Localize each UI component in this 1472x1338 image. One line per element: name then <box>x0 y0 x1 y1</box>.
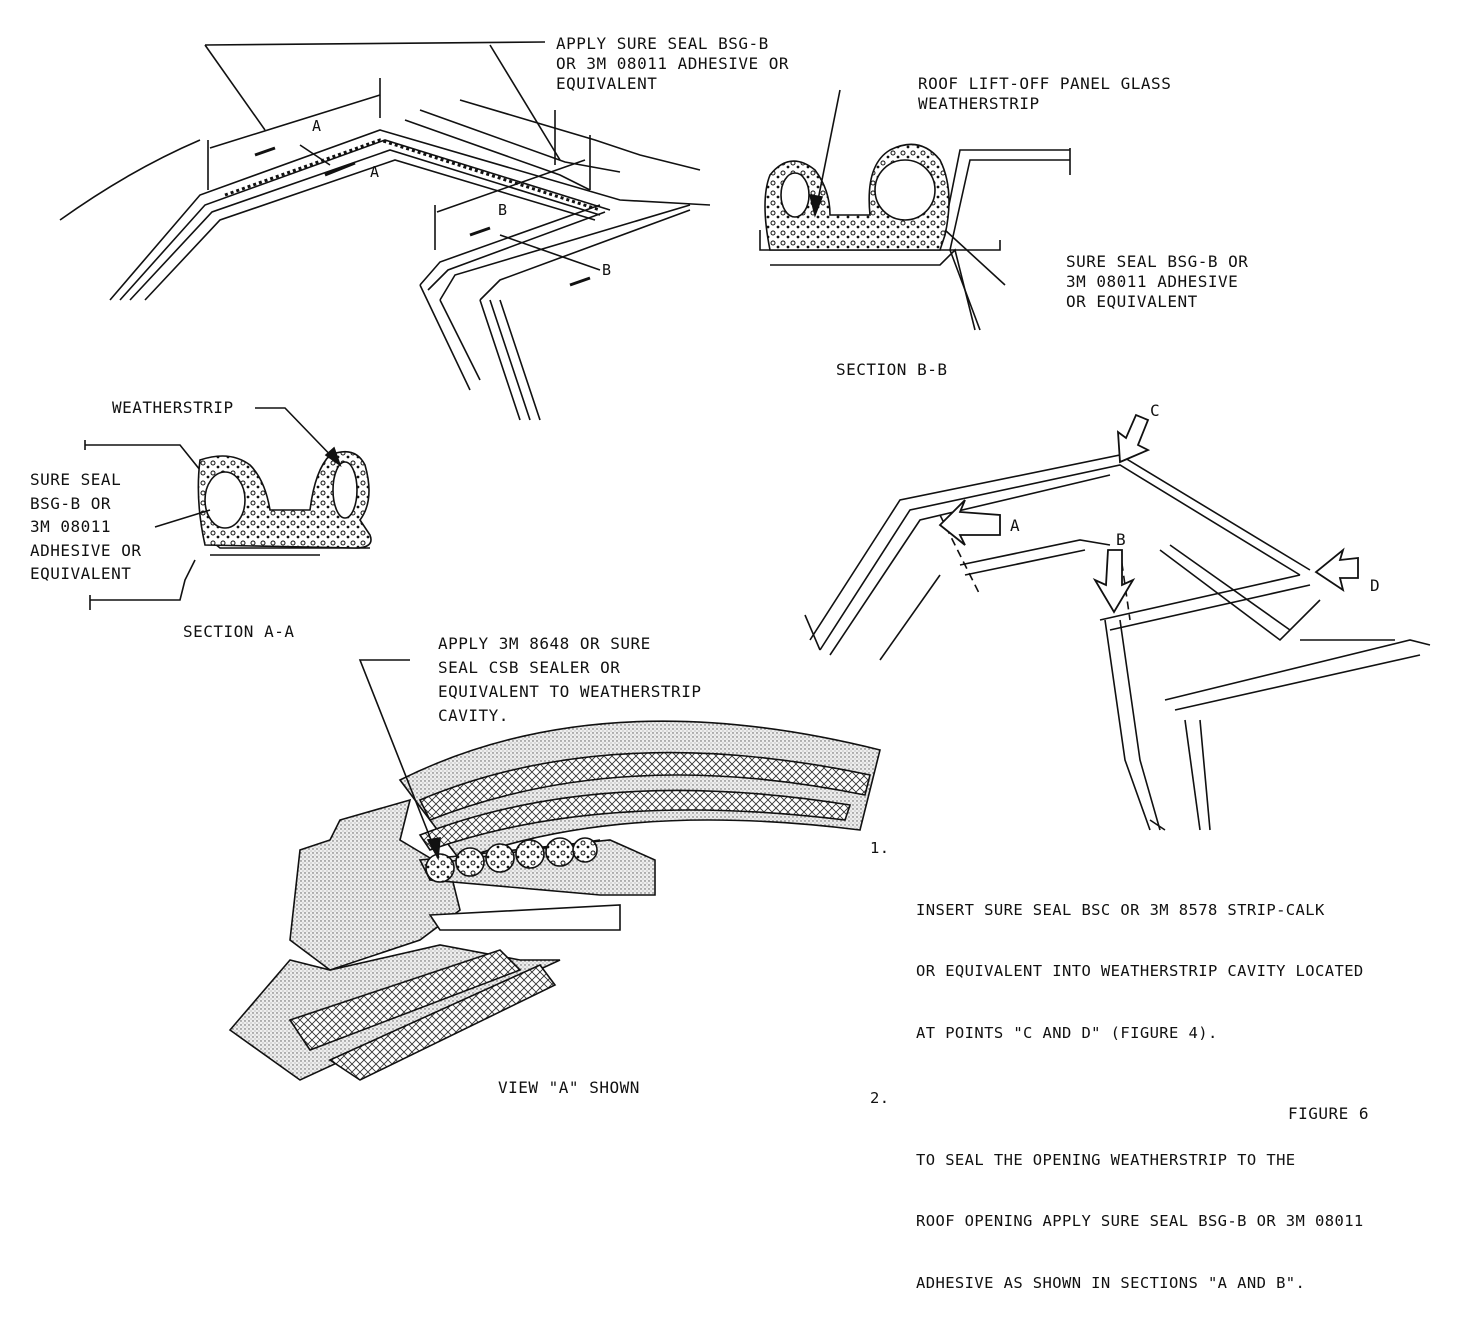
note-line: INSERT SURE SEAL BSC OR 3M 8578 STRIP-CA… <box>916 900 1325 919</box>
note-line: ROOF OPENING APPLY SURE SEAL BSG-B OR 3M… <box>916 1212 1364 1230</box>
note-item: 1. INSERT SURE SEAL BSC OR 3M 8578 STRIP… <box>866 838 1466 1084</box>
section-bb-drawing <box>759 89 1071 331</box>
marker-b-arrow: B <box>602 261 612 279</box>
figure-number: FIGURE 6 <box>1288 1104 1370 1123</box>
marker-b-view: B <box>1116 530 1127 549</box>
note-number: 2. <box>870 1089 890 1107</box>
roof-overview-drawing <box>804 454 1431 831</box>
instruction-notes: 1. INSERT SURE SEAL BSC OR 3M 8578 STRIP… <box>866 838 1466 1338</box>
line-drawing <box>59 41 1431 1081</box>
note-line: ADHESIVE AS SHOWN IN SECTIONS "A AND B". <box>916 1273 1306 1292</box>
marker-a-dim: A <box>312 117 322 135</box>
marker-a-view: A <box>1010 516 1021 535</box>
marker-c: C <box>1150 401 1161 420</box>
arrow-b <box>1092 549 1136 614</box>
arrow-markers <box>938 413 1359 614</box>
note-number: 1. <box>870 839 890 857</box>
view-a-drawing <box>228 659 881 1081</box>
arrow-c <box>1116 413 1151 464</box>
caption-section-aa: SECTION A-A <box>183 622 295 641</box>
marker-d: D <box>1370 576 1381 595</box>
arrow-a <box>938 499 1001 546</box>
note-line: OR EQUIVALENT INTO WEATHERSTRIP CAVITY L… <box>916 962 1364 980</box>
roof-perspective-drawing <box>59 41 711 421</box>
section-aa-drawing <box>84 407 372 610</box>
arrow-d <box>1314 547 1359 593</box>
marker-a-arrow: A <box>370 163 380 181</box>
callout-weatherstrip: WEATHERSTRIP <box>112 398 234 417</box>
caption-view-a: VIEW "A" SHOWN <box>498 1078 640 1097</box>
marker-b-dim: B <box>498 201 508 219</box>
caption-section-bb: SECTION B-B <box>836 360 948 379</box>
note-item: 2. TO SEAL THE OPENING WEATHERSTRIP TO T… <box>866 1088 1466 1334</box>
note-line: TO SEAL THE OPENING WEATHERSTRIP TO THE <box>916 1150 1296 1169</box>
note-line: AT POINTS "C AND D" (FIGURE 4). <box>916 1023 1218 1042</box>
